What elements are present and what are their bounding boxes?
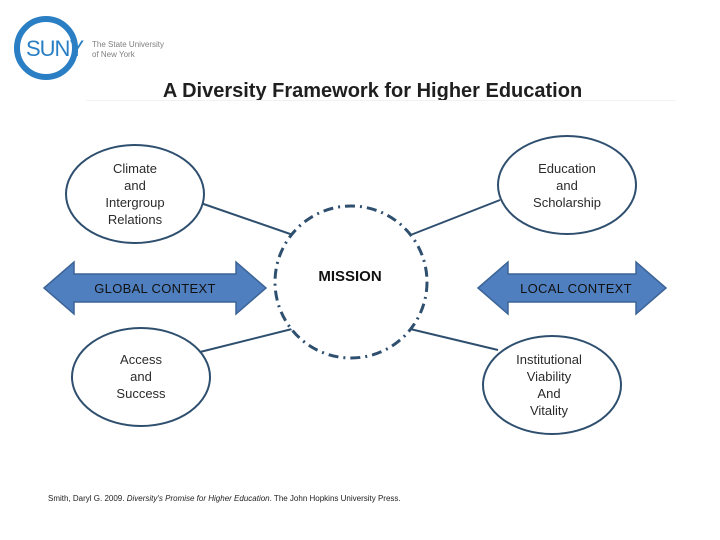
citation: Smith, Daryl G. 2009. Diversity's Promis…	[48, 494, 401, 503]
node-institutional-line: Viability	[526, 369, 572, 384]
title-divider	[86, 100, 676, 101]
node-education-line: Education	[538, 161, 596, 176]
node-institutional-circle	[482, 335, 622, 435]
node-climate-label: Climate and Intergroup Relations	[75, 160, 195, 228]
connector-institutional	[405, 327, 499, 351]
global-context-arrow	[42, 260, 268, 316]
mission-circle	[273, 204, 429, 360]
citation-prefix: Smith, Daryl G. 2009.	[48, 494, 127, 503]
node-access-line: and	[130, 369, 152, 384]
node-institutional-line: And	[537, 386, 561, 401]
logo-ring	[14, 16, 78, 80]
node-education-line: and	[556, 178, 578, 193]
local-context-arrow	[476, 260, 668, 316]
logo-tagline-line2: of New York	[92, 50, 135, 59]
citation-suffix: . The John Hopkins University Press.	[269, 494, 401, 503]
node-institutional-label: Institutional Viability And Vitality	[489, 351, 609, 419]
node-education-label: Education and Scholarship	[507, 160, 627, 211]
node-access-line: Success	[116, 386, 166, 401]
node-climate-line: and	[124, 178, 146, 193]
page-title: A Diversity Framework for Higher Educati…	[162, 80, 583, 102]
node-climate-circle	[65, 144, 205, 244]
node-climate-line: Relations	[107, 212, 163, 227]
node-climate-line: Climate	[112, 161, 158, 176]
connector-access	[199, 327, 297, 353]
citation-book-title: Diversity's Promise for Higher Education	[126, 494, 270, 503]
mission-label: MISSION	[318, 268, 382, 285]
node-access-circle	[71, 327, 211, 427]
logo-tagline: The State University of New York	[92, 40, 172, 60]
connector-climate	[191, 199, 297, 237]
connector-education	[407, 199, 501, 237]
node-education-line: Scholarship	[533, 195, 601, 210]
local-context-label: LOCAL CONTEXT	[520, 281, 632, 296]
logo-wordmark: SUNY	[26, 36, 84, 61]
node-access-label: Access and Success	[81, 351, 201, 402]
node-access-line: Access	[120, 352, 162, 367]
logo-tagline-line1: The State University	[92, 40, 165, 49]
global-context-label: GLOBAL CONTEXT	[94, 281, 216, 296]
node-education-circle	[497, 135, 637, 235]
node-climate-line: Intergroup	[105, 195, 165, 210]
node-institutional-line: Vitality	[529, 403, 569, 418]
suny-logo: SUNY The State University of New York	[14, 16, 174, 86]
node-institutional-line: Institutional	[516, 352, 582, 367]
